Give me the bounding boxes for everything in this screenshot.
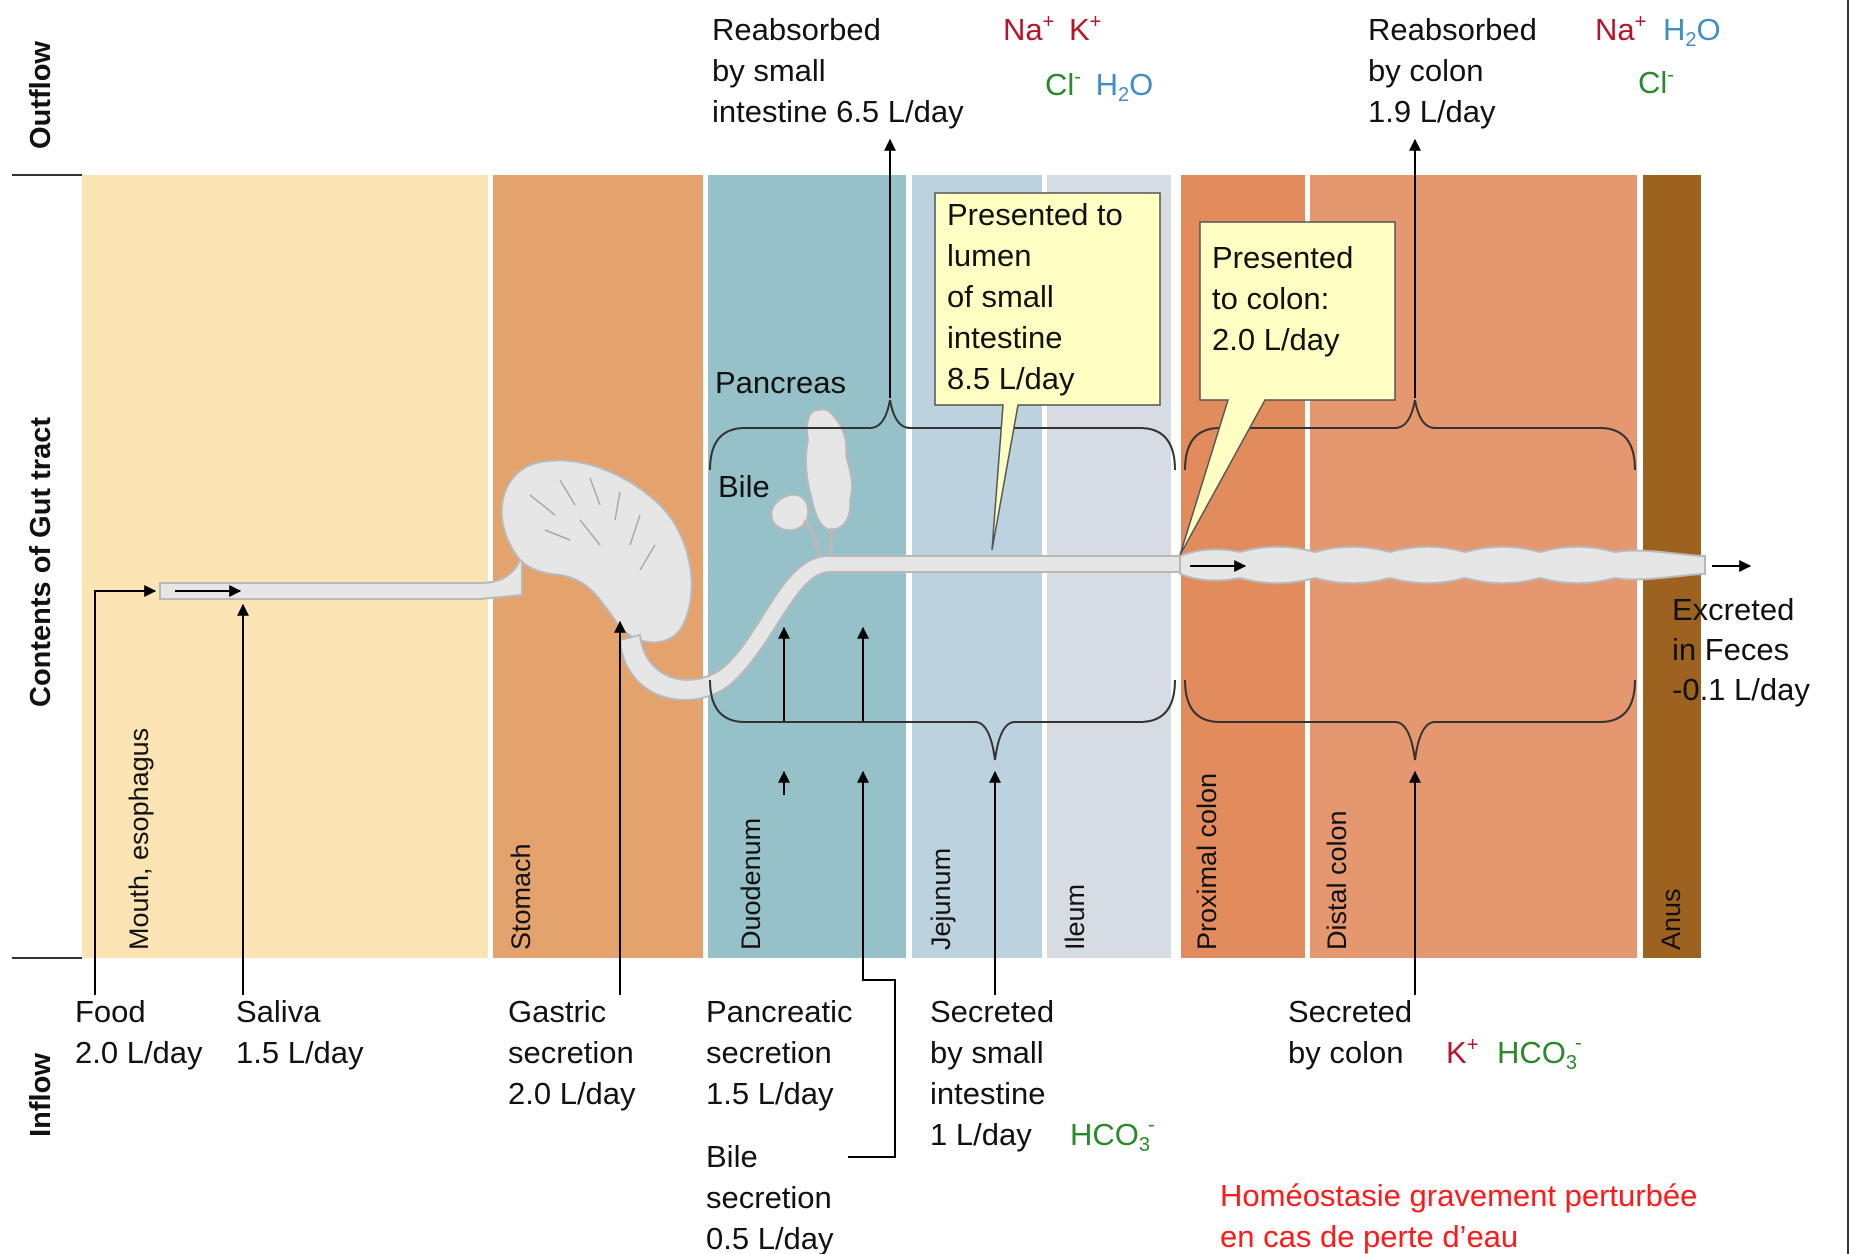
- segment-label-ileum: Ileum: [1060, 884, 1090, 950]
- inflow-pancreatic-text: Pancreatic secretion 1.5 L/day: [706, 994, 861, 1111]
- colon-lower-brace: [1184, 679, 1636, 761]
- callout-small-intestine-text: Presented to lumen of small intestine 8.…: [947, 197, 1131, 396]
- outflow-small-intestine-text: Reabsorbed by small intestine 6.5 L/day: [712, 12, 964, 129]
- stomach-shape: [500, 459, 693, 644]
- bile-inflow-arrow: [848, 770, 896, 1158]
- segment-label-distal-colon: Distal colon: [1322, 810, 1352, 950]
- esophagus-tube: [159, 555, 523, 600]
- small-intestine-lower-brace: [709, 679, 1176, 761]
- inflow-bile-text: Bile secretion 0.5 L/day: [706, 1139, 840, 1254]
- inflow-colon-text: Secreted by colon: [1288, 994, 1421, 1070]
- outflow-colon-text: Reabsorbed by colon 1.9 L/day: [1368, 12, 1546, 129]
- inflow-small-intestine-text: Secreted by small intestine 1 L/day: [930, 994, 1063, 1152]
- pancreas-label: Pancreas: [715, 365, 846, 400]
- outflow-small-intestine-ions-row1: Na+ K+: [1003, 11, 1101, 47]
- pancreas-shape: [804, 408, 854, 532]
- band-label-inflow: Inflow: [25, 1053, 57, 1137]
- outflow-small-intestine-ions-row2: Cl- H2O: [1045, 66, 1153, 106]
- inflow-saliva-text: Saliva 1.5 L/day: [236, 994, 364, 1070]
- segment-label-proximal-colon: Proximal colon: [1192, 773, 1222, 950]
- small-intestine-upper-brace: [709, 399, 1176, 471]
- excreted-text: Excreted in Feces -0.1 L/day: [1672, 592, 1810, 707]
- segment-label-mouth: Mouth, esophagus: [124, 728, 154, 950]
- segment-label-jejunum: Jejunum: [926, 848, 956, 950]
- callout-colon-bubble: [1179, 221, 1396, 556]
- outflow-colon-ions-row2: Cl-: [1638, 64, 1674, 100]
- food-inflow-arrow: [94, 585, 157, 995]
- homeostasis-note: Homéostasie gravement perturbée en cas d…: [1220, 1178, 1706, 1254]
- callout-colon-text: Presented to colon: 2.0 L/day: [1212, 240, 1362, 357]
- inflow-small-intestine-ion: HCO3-: [1070, 1114, 1155, 1156]
- bile-duct: [803, 518, 822, 557]
- inflow-colon-ions: K+ HCO3-: [1446, 1032, 1582, 1074]
- segment-bg-mouth: [82, 175, 488, 958]
- outflow-colon-ions-row1: Na+ H2O: [1595, 11, 1721, 51]
- band-label-outflow: Outflow: [25, 41, 57, 149]
- segment-label-duodenum: Duodenum: [736, 818, 766, 950]
- gi-tract: [159, 408, 1706, 701]
- segment-label-anus: Anus: [1656, 888, 1686, 950]
- colon-upper-brace: [1184, 399, 1636, 471]
- colon-tube: [1179, 545, 1706, 585]
- bile-label: Bile: [718, 469, 770, 504]
- inflow-food-text: Food 2.0 L/day: [75, 994, 203, 1070]
- duodenum-tube: [618, 555, 1181, 701]
- band-label-contents: Contents of Gut tract: [25, 417, 57, 707]
- callout-small-intestine-bubble: [934, 192, 1161, 551]
- gallbladder-shape: [770, 493, 810, 532]
- segment-label-stomach: Stomach: [506, 843, 536, 950]
- stomach-folds: [529, 477, 656, 571]
- pancreas-duct: [828, 527, 834, 557]
- inflow-gastric-text: Gastric secretion 2.0 L/day: [508, 994, 642, 1111]
